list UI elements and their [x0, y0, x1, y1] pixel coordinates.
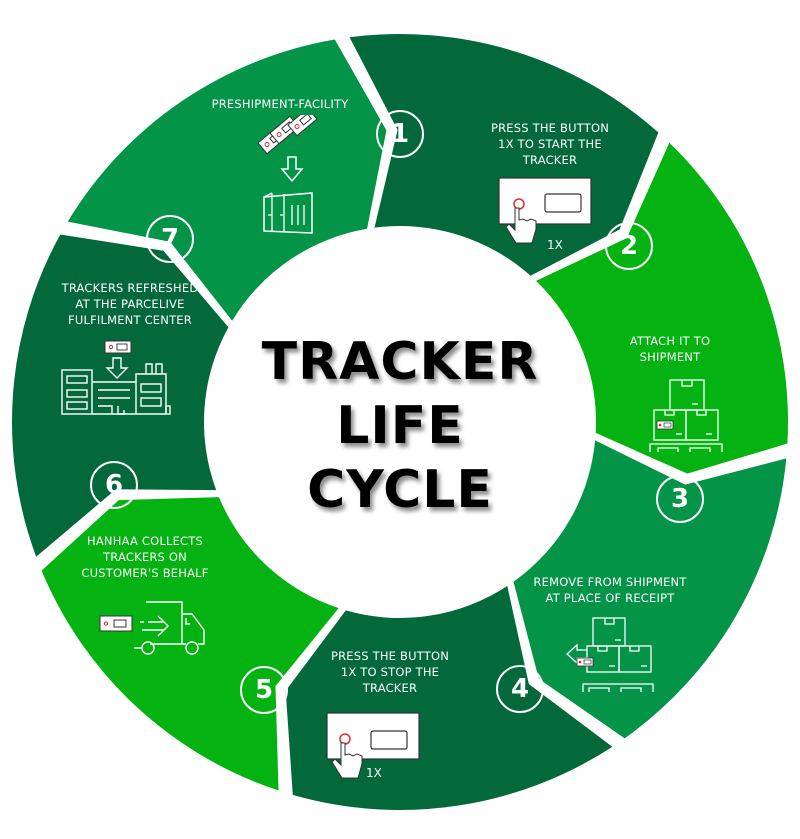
step-label-line: FULFILMENT CENTER [68, 313, 192, 327]
center-title: TRACKER LIFE CYCLE [230, 330, 570, 522]
tracker-to-factory-icon [61, 340, 171, 415]
ring-segment-step-1 [67, 39, 387, 321]
step-label-line: PRESS THE BUTTON [330, 649, 450, 663]
trackers-into-container-icon [257, 115, 318, 234]
step-label: PRESS THE BUTTON 1X TO START THE TRACKER [450, 120, 650, 168]
step-number-badge: 4 [496, 665, 544, 713]
step-label-line: REMOVE FROM SHIPMENT [533, 575, 687, 589]
step-number-badge: 2 [605, 222, 653, 270]
step-label: REMOVE FROM SHIPMENT AT PLACE OF RECEIPT [520, 574, 700, 606]
step-label: PRESS THE BUTTON 1X TO STOP THE TRACKER [290, 648, 490, 696]
step-label: PRESHIPMENT-FACILITY [180, 96, 380, 112]
step-label: TRACKERS REFRESHED AT THE PARCELIVE FULF… [40, 280, 220, 328]
step-label-line: TRACKER [362, 681, 418, 695]
ring-segment-step-6 [41, 497, 339, 791]
step-label-line: 1X TO START THE [498, 137, 602, 151]
step-label: ATTACH IT TO SHIPMENT [590, 333, 750, 365]
step-number-badge: 5 [240, 666, 288, 714]
step-label-line: AT PLACE OF RECEIPT [545, 591, 675, 605]
step-label-line: PRESHIPMENT-FACILITY [211, 97, 349, 111]
step-label-line: TRACKER [522, 153, 578, 167]
title-line-2: LIFE [336, 396, 464, 456]
step-label-line: HANHAA COLLECTS [87, 534, 203, 548]
tracker-delivery-truck-icon [99, 601, 205, 655]
step-label-line: ATTACH IT TO [629, 334, 711, 348]
title-line-3: CYCLE [307, 460, 493, 520]
press-button-hand-icon [498, 177, 592, 244]
press-count: 1X [366, 766, 382, 780]
step-label-line: AT THE PARCELIVE [75, 297, 185, 311]
title-line-1: TRACKER [261, 332, 539, 392]
step-label-line: SHIPMENT [639, 350, 701, 364]
tracker-on-pallet-boxes-icon [649, 379, 723, 452]
step-label-line: TRACKERS ON [103, 550, 187, 564]
ring-segment-step-3 [536, 142, 788, 474]
step-number-badge: 3 [656, 475, 704, 523]
step-number-badge: 7 [146, 215, 194, 263]
press-count: 1X [547, 238, 563, 252]
press-button-hand-icon [326, 712, 420, 779]
step-label-line: CUSTOMER'S BEHALF [81, 566, 209, 580]
ring-segment-step-7 [12, 234, 229, 557]
step-number-badge: 1 [376, 110, 424, 158]
step-label-line: 1X TO STOP THE [340, 665, 440, 679]
tracker-removed-from-pallet-icon [566, 617, 654, 692]
step-label: HANHAA COLLECTS TRACKERS ON CUSTOMER'S B… [55, 533, 235, 581]
step-label-line: TRACKERS REFRESHED [61, 281, 199, 295]
step-number-badge: 6 [90, 461, 138, 509]
step-label-line: PRESS THE BUTTON [490, 121, 610, 135]
